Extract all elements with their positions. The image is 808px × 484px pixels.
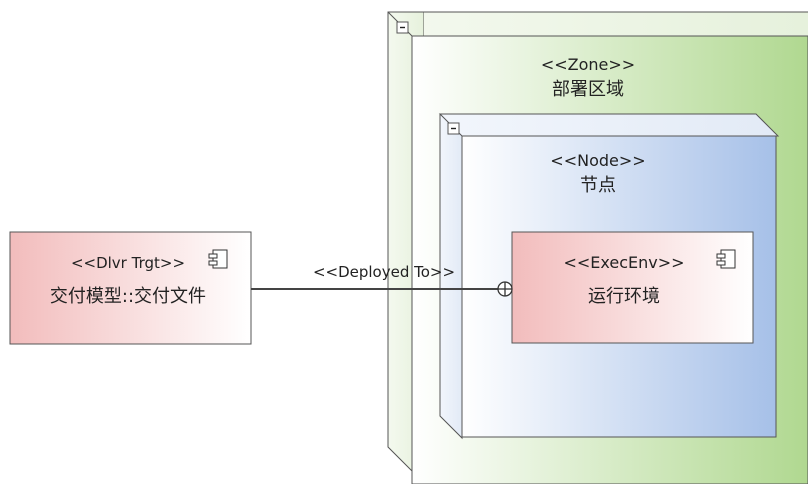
- deliverable-box[interactable]: [9, 231, 252, 345]
- component-icon: [716, 249, 736, 269]
- zone-stereotype: <<Zone>>: [541, 55, 635, 74]
- node-name: 节点: [580, 175, 616, 196]
- exec-env-name: 运行环境: [588, 286, 660, 307]
- exec-env-stereotype: <<ExecEnv>>: [563, 253, 684, 272]
- node-collapse-icon[interactable]: [447, 122, 460, 135]
- node-stereotype: <<Node>>: [550, 151, 645, 170]
- nesting-circle-icon: [497, 281, 513, 297]
- zone-collapse-icon[interactable]: [396, 21, 409, 34]
- zone-name: 部署区域: [552, 79, 624, 100]
- connector-stereotype: <<Deployed To>>: [313, 263, 455, 281]
- component-icon: [208, 249, 228, 269]
- deliverable-name: 交付模型::交付文件: [50, 286, 206, 307]
- deliverable-stereotype: <<Dlvr Trgt>>: [71, 254, 185, 272]
